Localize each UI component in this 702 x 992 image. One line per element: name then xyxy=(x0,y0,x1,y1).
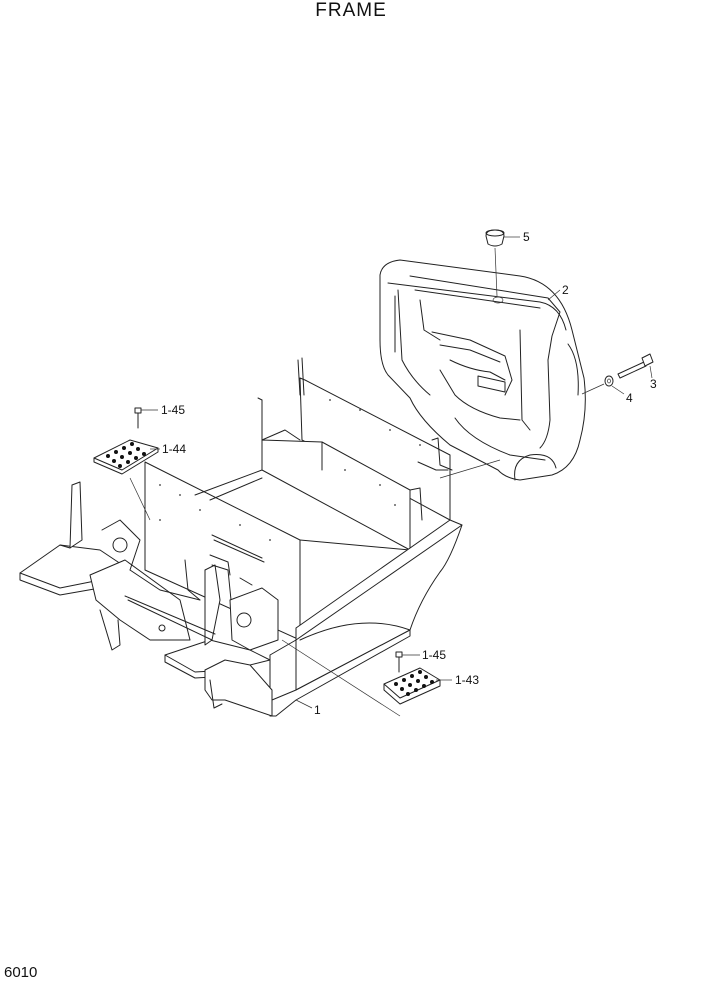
page-title: FRAME xyxy=(315,0,387,21)
counterweight xyxy=(379,259,586,481)
callout-3: 3 xyxy=(650,377,657,391)
step-plate-1-44 xyxy=(93,439,159,475)
callout-1-45-upper: 1-45 xyxy=(161,403,185,417)
screw-1-45-lower xyxy=(395,651,403,673)
callout-1: 1 xyxy=(314,703,321,717)
page-number: 6010 xyxy=(4,964,38,981)
callout-4: 4 xyxy=(626,391,633,405)
callout-5: 5 xyxy=(523,230,530,244)
main-frame xyxy=(19,357,463,717)
bolt-and-washer xyxy=(581,353,654,395)
counterweight-cap xyxy=(485,229,505,297)
callout-2: 2 xyxy=(562,283,569,297)
callout-leaders xyxy=(141,236,653,709)
bolt-holes xyxy=(159,399,421,541)
callout-1-43: 1-43 xyxy=(455,673,479,687)
step-plate-1-43 xyxy=(383,667,441,705)
assembly-lines xyxy=(129,459,501,717)
callout-1-44: 1-44 xyxy=(162,442,186,456)
callout-1-45-lower: 1-45 xyxy=(422,648,446,662)
screw-1-45-upper xyxy=(134,407,142,429)
callout-labels: 5 2 3 4 1-45 1-44 1-45 1-43 1 xyxy=(161,230,657,717)
